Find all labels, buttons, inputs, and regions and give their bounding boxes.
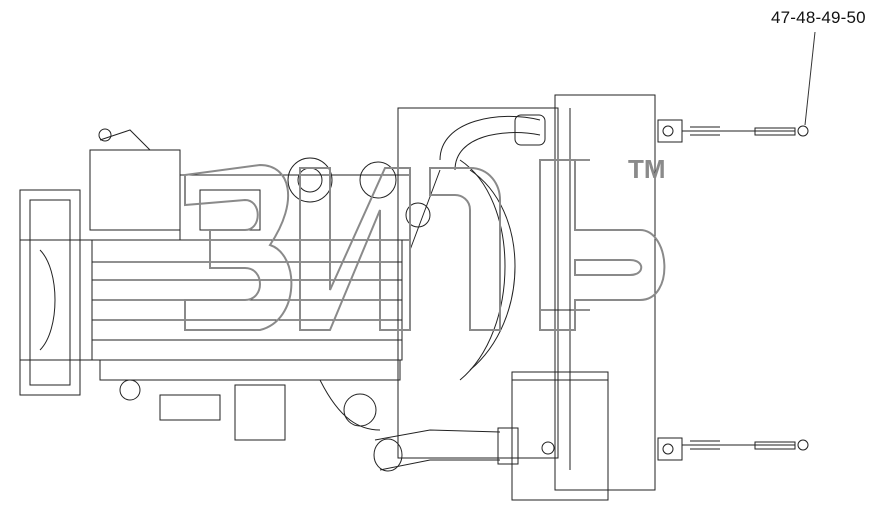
callout-leader <box>804 31 816 126</box>
engine-block <box>91 239 403 381</box>
flywheel-housing <box>19 189 92 396</box>
upper-stay-rod <box>657 119 809 143</box>
lower-stay-rod <box>657 437 809 461</box>
fan-assembly <box>459 159 516 381</box>
part-callout-label: 47-48-49-50 <box>771 8 866 27</box>
watermark-logo <box>184 159 666 331</box>
expansion-tank <box>511 371 609 501</box>
intake-pipe <box>409 114 546 251</box>
trademark-symbol: TM <box>628 154 666 184</box>
starter-motor <box>119 379 286 441</box>
radiator <box>397 94 656 491</box>
lower-coolant-pipe <box>319 379 519 472</box>
